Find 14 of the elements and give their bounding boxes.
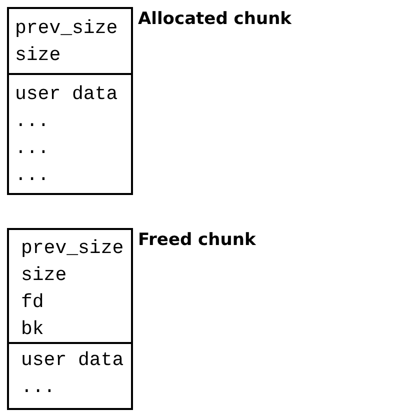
field-label: ...	[15, 136, 50, 161]
field-label: fd	[21, 290, 44, 315]
field-label: user data	[15, 82, 118, 107]
chunk-heading: Allocated chunk	[138, 9, 292, 29]
field-label: size	[15, 43, 61, 68]
field-label: ...	[21, 375, 56, 400]
chunk-heading: Freed chunk	[138, 230, 256, 250]
field-label: ...	[15, 163, 50, 188]
field-label: size	[21, 263, 67, 288]
field-label: prev_size	[15, 16, 118, 41]
field-label: bk	[21, 317, 44, 342]
field-label: ...	[15, 109, 50, 134]
field-label: user data	[21, 348, 124, 373]
field-label: prev_size	[21, 236, 124, 261]
